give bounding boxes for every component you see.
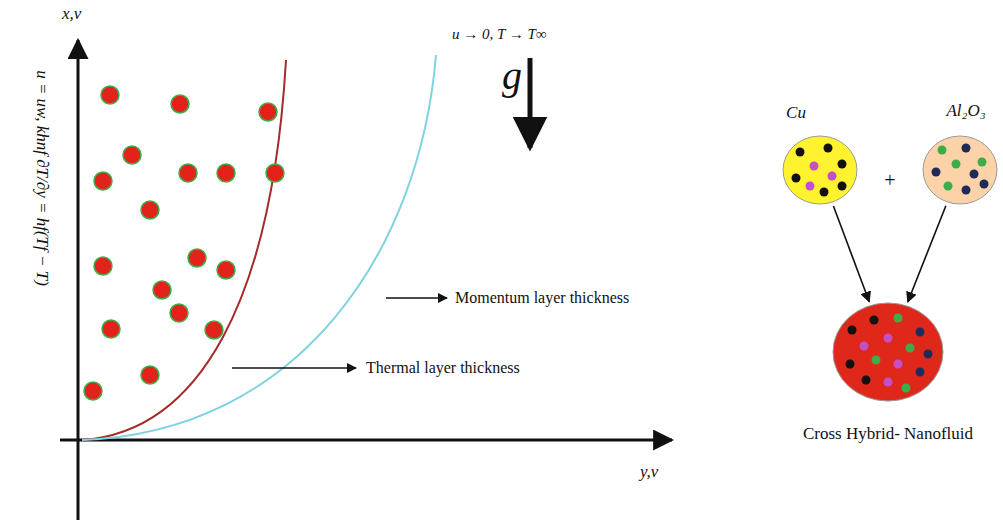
thermal-boundary-curve [82,60,286,440]
particle-body [923,136,997,204]
nanoparticle [171,95,189,113]
nanoparticle [217,164,235,182]
node-label: Cross Hybrid- Nanofluid [803,424,973,444]
nanoparticle [846,360,855,369]
leader-arrow [232,367,356,369]
node-label: Al₂O₃ [946,101,985,121]
nanoparticle [848,326,857,335]
nanoparticle [828,172,837,181]
nanoparticle [924,350,933,359]
nanoparticle [188,249,206,267]
annotation-label: u → 0, T → T∞ [452,26,547,43]
nanoparticle [916,368,925,377]
nanoparticle [824,144,833,153]
leader-arrow [386,297,447,299]
nanoparticle [170,304,188,322]
nanoparticle [980,180,989,189]
nanoparticle [970,170,979,179]
nanoparticle [906,344,915,353]
annotation-label: Momentum layer thickness [455,289,629,307]
nanoparticle [978,158,987,167]
plus-sign: + [884,169,895,192]
gravity-arrow [528,58,533,148]
node-text-wrap: Al₂O₃ [946,101,985,121]
mixing-arrow [908,206,946,302]
nanoparticle [123,146,141,164]
nanoparticle [792,174,801,183]
circle-outline [782,135,858,205]
nanoparticle [796,148,805,157]
nanoparticle [932,168,941,177]
nanoparticle [884,378,893,387]
annotation-label: x,v [62,4,81,24]
nanoparticle [894,360,903,369]
nanoparticle [884,334,893,343]
nanoparticle [938,146,947,155]
particle-circle: Al₂O₃ [922,135,998,205]
circle-outline [922,135,998,205]
nanoparticle [838,160,847,169]
nanoparticle [838,182,847,191]
nanoparticle [944,182,953,191]
nanoparticle [141,366,159,384]
nanoparticle [810,162,819,171]
annotation-label: Thermal layer thickness [366,359,520,377]
nanoparticle [952,160,961,169]
nanoparticle [94,172,112,190]
node-label: Cu [786,103,806,123]
nanoparticle [266,164,284,182]
particle-circle: Cross Hybrid- Nanofluid [832,302,944,402]
nanoparticle [962,186,971,195]
nanoparticle [153,281,171,299]
nanoparticle [205,321,223,339]
nanoparticle [102,320,120,338]
nanoparticle [217,261,235,279]
nanoparticle [860,342,869,351]
nanoparticle [101,86,119,104]
nanoparticle [259,103,277,121]
annotation-label: u = uw, khnf ∂T/∂y = hf(Tf − T) [32,70,52,286]
particle-circle: Cu [782,135,858,205]
nanoparticle [179,164,197,182]
x-axis [77,40,80,520]
nanoparticle [862,376,871,385]
particle-body [833,303,943,401]
annotation-label: y,v [640,462,658,482]
nanoparticle [872,356,881,365]
nanoparticle [962,144,971,153]
mixing-arrow [833,206,869,302]
node-text-wrap: Cross Hybrid- Nanofluid [803,424,973,444]
nanoparticle [820,188,829,197]
nanoparticle [84,382,102,400]
nanoparticle [94,257,112,275]
node-text-wrap: Cu [786,103,806,123]
particle-body [783,136,857,204]
nanoparticle [806,182,815,191]
nanoparticle [870,316,879,325]
gravity-symbol: g [502,53,522,99]
nanoparticle [916,328,925,337]
nanoparticle [902,384,911,393]
nanoparticle [894,314,903,323]
nanoparticle [141,201,159,219]
nanoparticle-dots [84,86,284,400]
momentum-boundary-curve [82,55,436,440]
circle-outline [832,302,944,402]
y-axis [60,439,672,442]
